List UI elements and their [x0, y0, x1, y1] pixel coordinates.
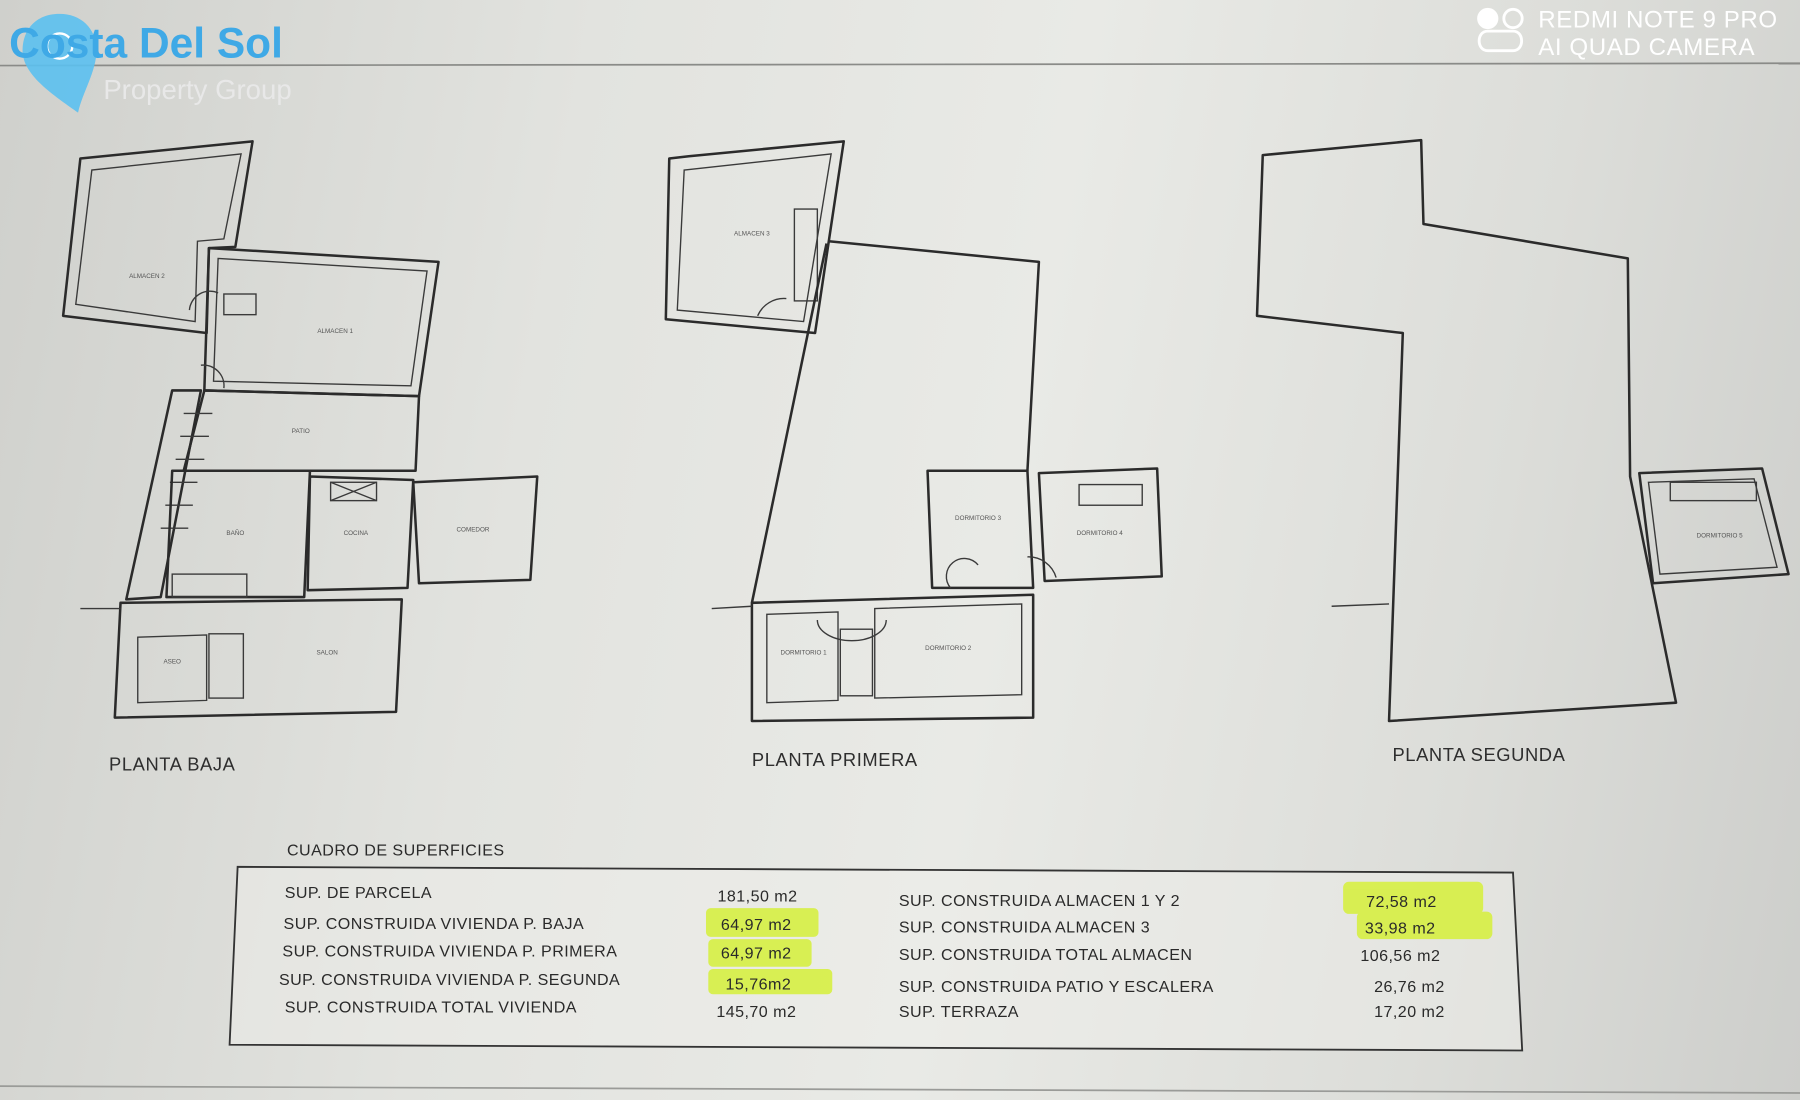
row-label: SUP. CONSTRUIDA VIVIENDA P. BAJA	[284, 915, 585, 933]
plan-planta-primera: ALMACEN 3 DORMITORIO 3 DORMITORIO 4 DORM…	[664, 140, 1163, 770]
row-value: 72,58 m2	[1366, 893, 1437, 911]
room-label: BAÑO	[226, 528, 244, 537]
room-label: ALMACEN 2	[129, 273, 165, 280]
row-value: 26,76 m2	[1374, 978, 1445, 996]
room-label: COCINA	[344, 530, 369, 537]
row-value: 64,97 m2	[721, 916, 792, 934]
room-label: ALMACEN 1	[317, 328, 353, 335]
room-label: DORMITORIO 5	[1697, 532, 1744, 539]
room-label: SALON	[316, 649, 338, 656]
row-label: SUP. CONSTRUIDA ALMACEN 3	[899, 918, 1150, 936]
room-label: COMEDOR	[457, 527, 490, 534]
row-value: 33,98 m2	[1365, 919, 1436, 937]
paper-edge-top	[0, 62, 1800, 67]
plan-title-baja: PLANTA BAJA	[109, 753, 236, 774]
row-value: 64,97 m2	[721, 945, 792, 963]
camera-watermark: REDMI NOTE 9 PRO AI QUAD CAMERA	[1477, 7, 1777, 61]
row-value: 106,56 m2	[1360, 947, 1440, 965]
room-label: DORMITORIO 4	[1077, 530, 1124, 537]
plan-planta-baja: ALMACEN 2 ALMACEN 1 PATIO BAÑO COCINA CO…	[61, 140, 539, 774]
table-right-column: SUP. CONSTRUIDA ALMACEN 1 Y 2 72,58 m2 S…	[899, 892, 1445, 1021]
room-label: PATIO	[292, 428, 310, 435]
row-label: SUP. CONSTRUIDA ALMACEN 1 Y 2	[899, 892, 1180, 910]
row-value: 17,20 m2	[1374, 1003, 1445, 1021]
highlighter-marks	[705, 881, 1493, 995]
table-title: CUADRO DE SUPERFICIES	[287, 841, 505, 859]
row-value: 15,76m2	[726, 976, 792, 994]
paper-edge-bottom	[0, 1085, 1800, 1094]
room-label: DORMITORIO 2	[925, 645, 972, 652]
surface-table: CUADRO DE SUPERFICIES SUP. DE PARCELA 18…	[228, 841, 1524, 1052]
row-value: 181,50 m2	[717, 887, 797, 905]
row-label: SUP. CONSTRUIDA TOTAL ALMACEN	[899, 946, 1193, 964]
row-label: SUP. CONSTRUIDA VIVIENDA P. SEGUNDA	[279, 971, 620, 989]
room-label: DORMITORIO 1	[781, 649, 828, 656]
row-value: 145,70 m2	[716, 1003, 796, 1021]
camera-model-text: REDMI NOTE 9 PRO	[1538, 7, 1777, 34]
table-left-column: SUP. DE PARCELA 181,50 m2 SUP. CONSTRUID…	[279, 884, 797, 1021]
row-label: SUP. TERRAZA	[899, 1003, 1019, 1021]
room-label: DORMITORIO 3	[955, 515, 1002, 522]
room-label: ASEO	[163, 659, 181, 666]
logo-name: Costa Del Sol	[9, 20, 283, 67]
plan-planta-segunda: DORMITORIO 5 PLANTA SEGUNDA	[1255, 138, 1790, 765]
camera-feature-text: AI QUAD CAMERA	[1538, 34, 1755, 61]
camera-lens-icon	[1477, 7, 1524, 53]
logo-tagline: Property Group	[103, 74, 291, 105]
room-label: ALMACEN 3	[734, 230, 770, 237]
map-pin-icon	[22, 13, 97, 113]
plan-title-primera: PLANTA PRIMERA	[752, 749, 918, 770]
row-label: SUP. CONSTRUIDA VIVIENDA P. PRIMERA	[282, 942, 617, 960]
costa-del-sol-logo: Costa Del Sol Property Group	[9, 13, 292, 113]
row-label: SUP. DE PARCELA	[285, 884, 432, 902]
row-label: SUP. CONSTRUIDA TOTAL VIVIENDA	[285, 999, 577, 1017]
plan-title-segunda: PLANTA SEGUNDA	[1392, 744, 1565, 765]
row-label: SUP. CONSTRUIDA PATIO Y ESCALERA	[899, 978, 1214, 996]
